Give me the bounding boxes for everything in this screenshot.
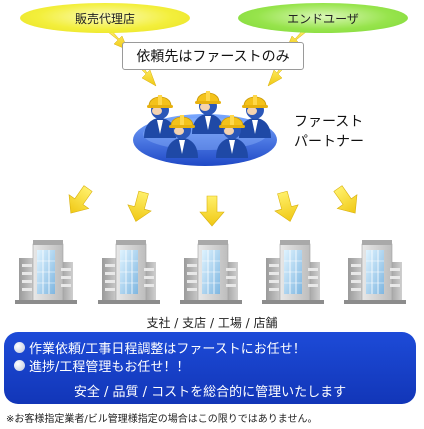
request-box: 依頼先はファーストのみ bbox=[122, 42, 304, 70]
disclaimer-note: ※お客様指定業者/ビル管理様指定の場合はこの限りではありません。 bbox=[6, 414, 318, 425]
summary-line-2: 進捗/工程管理もお任せ！！ bbox=[14, 356, 189, 375]
bullet-icon bbox=[14, 360, 25, 371]
dealer-node: 販売代理店 bbox=[20, 3, 190, 33]
bullet-icon bbox=[14, 342, 25, 353]
dealer-label: 販売代理店 bbox=[74, 11, 135, 26]
end-user-node: エンドユーザ bbox=[238, 3, 408, 33]
summary-text-3: 安全 / 品質 / コストを総合的に管理いたします bbox=[73, 385, 347, 400]
partner-label-line1: ファースト bbox=[294, 114, 364, 130]
summary-text-2: 進捗/工程管理もお任せ！！ bbox=[29, 360, 190, 375]
sites-label: 支社 / 支店 / 工場 / 店舗 bbox=[146, 316, 278, 330]
request-label: 依頼先はファーストのみ bbox=[136, 49, 290, 65]
worker-group-icon bbox=[133, 90, 277, 166]
partner-label: ファースト パートナー bbox=[294, 112, 404, 152]
partner-label-line2: パートナー bbox=[294, 134, 364, 150]
summary-box: 作業依頼/工事日程調整はファーストにお任せ！ 進捗/工程管理もお任せ！！ 安全 … bbox=[4, 332, 416, 404]
end-user-label: エンドユーザ bbox=[287, 11, 359, 26]
office-building-icon bbox=[14, 239, 407, 305]
summary-text-1: 作業依頼/工事日程調整はファーストにお任せ！ bbox=[29, 342, 306, 357]
arrows-to-sites bbox=[60, 181, 366, 227]
summary-line-3: 安全 / 品質 / コストを総合的に管理いたします bbox=[4, 381, 416, 400]
summary-line-1: 作業依頼/工事日程調整はファーストにお任せ！ bbox=[14, 338, 306, 357]
